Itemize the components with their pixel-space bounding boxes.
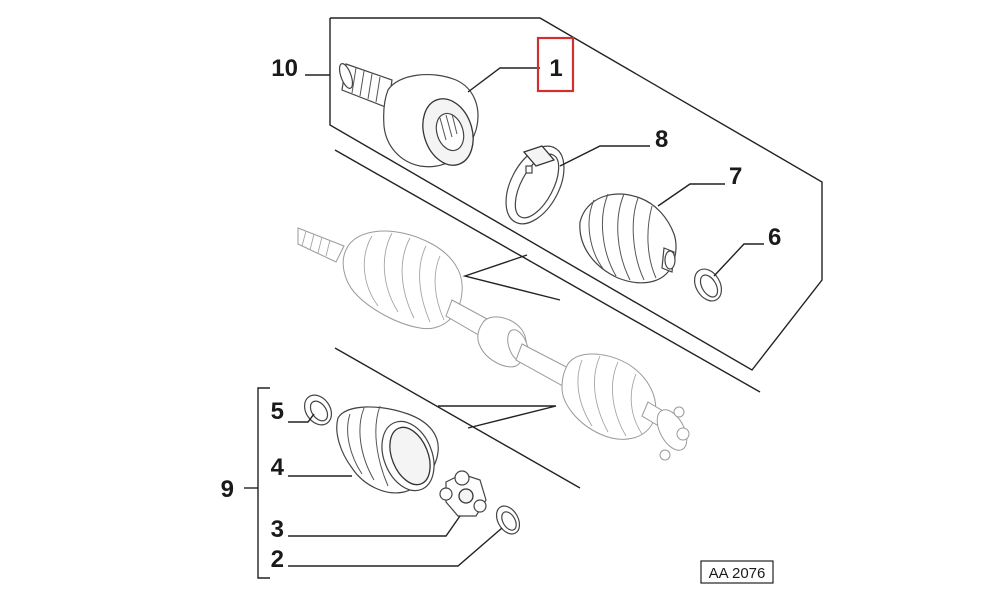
tripod-joint <box>439 470 487 517</box>
pointer-upper <box>462 254 561 301</box>
driveshaft-assembly <box>297 227 690 461</box>
callout-7: 7 <box>729 163 742 190</box>
small-boot-clamp-outer <box>693 268 723 302</box>
small-boot-clamp-inner <box>303 394 333 426</box>
callout-9: 9 <box>221 476 234 503</box>
circlip <box>495 505 521 535</box>
leader-lines <box>288 67 764 567</box>
callout-6: 6 <box>768 224 781 251</box>
kit-10-outline <box>329 17 823 371</box>
callout-3: 3 <box>271 516 284 543</box>
callout-10: 10 <box>271 55 298 82</box>
highlight-box <box>536 36 575 93</box>
outer-boot <box>579 193 677 284</box>
pointer-lower <box>438 405 557 429</box>
reference-code: AA 2076 <box>709 565 766 582</box>
callout-4: 4 <box>271 454 285 481</box>
separator-line-upper <box>334 149 761 393</box>
kit-9-bracket <box>257 387 270 579</box>
callout-5: 5 <box>271 398 284 425</box>
inner-boot <box>336 405 439 494</box>
callout-1: 1 <box>549 55 562 82</box>
reference-code-box <box>700 560 774 584</box>
outer-cv-joint <box>338 63 479 168</box>
separator-line-lower <box>334 347 581 489</box>
large-boot-clamp <box>505 145 565 225</box>
callout-2: 2 <box>271 546 284 573</box>
callout-8: 8 <box>655 126 668 153</box>
